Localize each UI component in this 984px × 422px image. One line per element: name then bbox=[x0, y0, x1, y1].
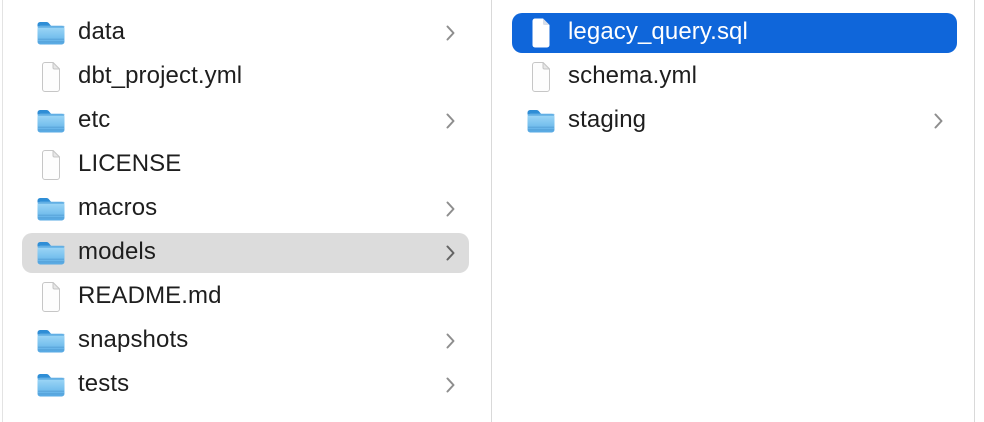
item-label: snapshots bbox=[78, 328, 189, 353]
folder-row-data[interactable]: data bbox=[22, 13, 469, 53]
item-label: etc bbox=[78, 108, 111, 133]
folder-row-models[interactable]: models bbox=[22, 233, 469, 273]
chevron-right-icon bbox=[446, 245, 455, 261]
file-row-license[interactable]: LICENSE bbox=[22, 145, 469, 185]
folder-row-snapshots[interactable]: snapshots bbox=[22, 321, 469, 361]
folder-icon bbox=[36, 105, 66, 137]
folder-row-staging[interactable]: staging bbox=[512, 101, 957, 141]
item-label: README.md bbox=[78, 284, 222, 309]
file-icon bbox=[36, 149, 66, 181]
file-row-schema-yml[interactable]: schema.yml bbox=[512, 57, 957, 97]
chevron-right-icon bbox=[446, 333, 455, 349]
folder-icon bbox=[526, 105, 556, 137]
folder-icon bbox=[36, 369, 66, 401]
file-icon bbox=[526, 61, 556, 93]
folder-icon bbox=[36, 17, 66, 49]
folder-icon bbox=[36, 325, 66, 357]
item-label: dbt_project.yml bbox=[78, 64, 243, 89]
item-label: staging bbox=[568, 108, 647, 133]
item-label: schema.yml bbox=[568, 64, 698, 89]
item-label: LICENSE bbox=[78, 152, 182, 177]
file-icon bbox=[526, 17, 556, 49]
chevron-right-icon bbox=[446, 113, 455, 129]
item-label: models bbox=[78, 240, 156, 265]
item-label: data bbox=[78, 20, 126, 45]
chevron-right-icon bbox=[446, 201, 455, 217]
chevron-right-icon bbox=[446, 377, 455, 393]
chevron-right-icon bbox=[446, 25, 455, 41]
folder-row-macros[interactable]: macros bbox=[22, 189, 469, 229]
folder-row-etc[interactable]: etc bbox=[22, 101, 469, 141]
folder-icon bbox=[36, 237, 66, 269]
item-label: tests bbox=[78, 372, 130, 397]
column-left: data dbt_project.yml etc bbox=[3, 0, 492, 422]
file-row-dbt-project-yml[interactable]: dbt_project.yml bbox=[22, 57, 469, 97]
file-row-legacy-query-sql[interactable]: legacy_query.sql bbox=[512, 13, 957, 53]
chevron-right-icon bbox=[934, 113, 943, 129]
column-right: legacy_query.sql schema.yml staging bbox=[492, 0, 975, 422]
folder-row-tests[interactable]: tests bbox=[22, 365, 469, 405]
column-empty bbox=[975, 0, 984, 422]
file-row-readme-md[interactable]: README.md bbox=[22, 277, 469, 317]
item-label: macros bbox=[78, 196, 158, 221]
folder-icon bbox=[36, 193, 66, 225]
item-label: legacy_query.sql bbox=[568, 20, 748, 45]
file-icon bbox=[36, 61, 66, 93]
file-icon bbox=[36, 281, 66, 313]
